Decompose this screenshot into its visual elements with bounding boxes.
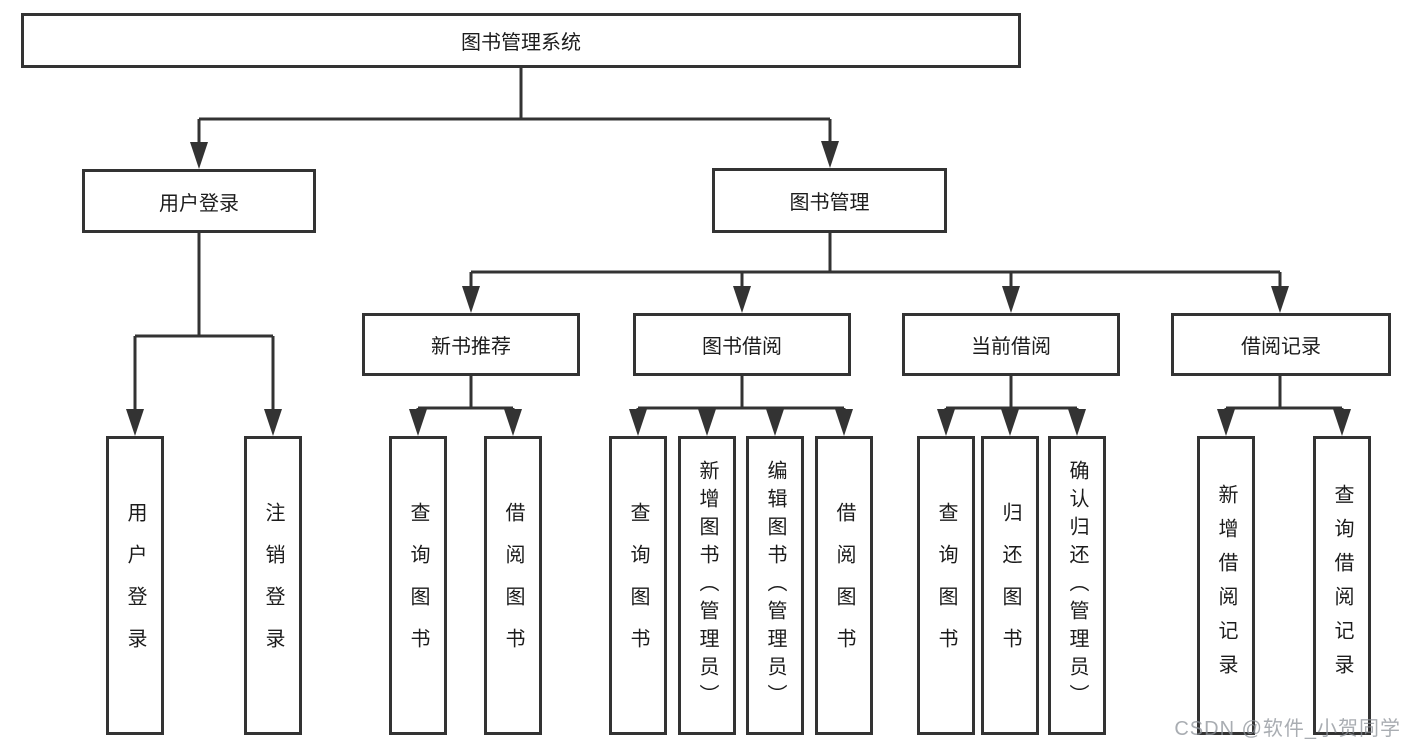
node-user-login-label: 用户登录 [159,192,239,215]
node-new-book-recommend: 新书推荐 [362,313,580,376]
node-book-borrowing-label: 图书借阅 [702,336,782,358]
leaf-confirm-return-admin-label: 确认归还（管理员） [1066,459,1088,712]
leaf-recommend-borrow-books: 借阅图书 [484,436,542,735]
node-borrowing-records-label: 借阅记录 [1241,336,1321,358]
leaf-current-query-books: 查询图书 [917,436,975,735]
leaf-recommend-query-books: 查询图书 [389,436,447,735]
node-book-management-label: 图书管理 [789,192,870,214]
leaf-logout-label: 注销登录 [262,501,284,670]
leaf-query-borrowing-record: 查询借阅记录 [1313,436,1371,735]
leaf-logout: 注销登录 [244,436,302,735]
node-user-login: 用户登录 [82,169,316,233]
leaf-add-books-admin-label: 新增图书（管理员） [696,459,718,712]
leaf-user-login-label: 用户登录 [124,501,146,670]
leaf-confirm-return-admin: 确认归还（管理员） [1048,436,1106,735]
leaf-borrow-books-label: 借阅图书 [833,501,855,670]
leaf-borrowing-query-books-label: 查询图书 [627,501,649,670]
leaf-query-borrowing-record-label: 查询借阅记录 [1331,483,1353,688]
leaf-return-books-label: 归还图书 [999,501,1021,670]
leaf-borrowing-query-books: 查询图书 [609,436,667,735]
node-new-book-recommend-label: 新书推荐 [431,336,511,358]
leaf-add-borrowing-record-label: 新增借阅记录 [1215,483,1237,688]
leaf-add-books-admin: 新增图书（管理员） [678,436,736,735]
leaf-return-books: 归还图书 [981,436,1039,735]
node-current-borrowing: 当前借阅 [902,313,1120,376]
leaf-current-query-books-label: 查询图书 [935,501,957,670]
leaf-add-borrowing-record: 新增借阅记录 [1197,436,1255,735]
leaf-recommend-query-books-label: 查询图书 [407,501,429,670]
leaf-edit-books-admin-label: 编辑图书（管理员） [764,459,786,712]
leaf-borrow-books: 借阅图书 [815,436,873,735]
node-current-borrowing-label: 当前借阅 [971,336,1051,358]
node-root-label: 图书管理系统 [461,32,581,54]
leaf-user-login: 用户登录 [106,436,164,735]
node-borrowing-records: 借阅记录 [1171,313,1391,376]
csdn-watermark: CSDN @软件_小贺同学 [1174,718,1401,740]
leaf-recommend-borrow-books-label: 借阅图书 [502,501,524,670]
node-root-system: 图书管理系统 [21,13,1021,68]
node-book-management: 图书管理 [712,168,947,233]
leaf-edit-books-admin: 编辑图书（管理员） [746,436,804,735]
node-book-borrowing: 图书借阅 [633,313,851,376]
